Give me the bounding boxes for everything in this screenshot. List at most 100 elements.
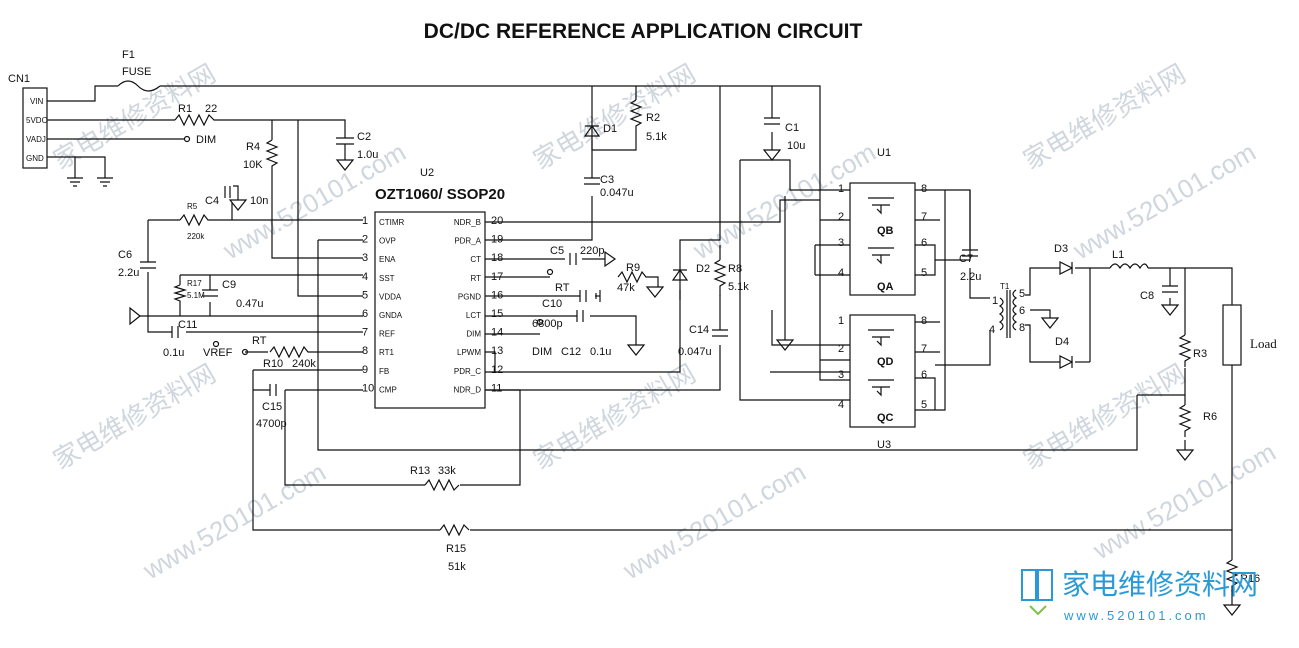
- rt-net-a: RT: [252, 335, 267, 347]
- watermark-cn-1: 家电维修资料网: [48, 358, 221, 475]
- c1-ref: C1: [785, 122, 799, 134]
- u2-pin-number-20: 20: [491, 215, 503, 227]
- u2-pin-number-11: 11: [491, 382, 502, 394]
- cn1-ref: CN1: [8, 73, 30, 85]
- u2-pin-name-10: CMP: [379, 385, 397, 394]
- r5-ref: R5: [187, 202, 198, 211]
- resistor-r5: [179, 213, 212, 227]
- component-labels: R1 22 DIM R4 10K C2 1.0u C4 10n R5 220k …: [118, 103, 1260, 585]
- r10-ref: R10: [263, 358, 283, 370]
- resistor-r6: [1178, 404, 1192, 437]
- r8-value: 5.1k: [728, 281, 749, 293]
- c1-value: 10u: [787, 140, 805, 152]
- c7-ref: C7: [959, 253, 973, 265]
- u2-pin-number-13: 13: [491, 345, 503, 357]
- diode-d2: [671, 268, 689, 281]
- ground-symbols: [67, 149, 1242, 616]
- u2-part: OZT1060/ SSOP20: [375, 186, 505, 203]
- u2-ref: U2: [420, 167, 434, 179]
- u2-pin-name-6: GNDA: [379, 311, 403, 320]
- mosfet-pin-1-6: 6: [921, 369, 927, 381]
- watermark-url-5: www.520101.com: [687, 137, 881, 266]
- capacitor-c10: [579, 290, 587, 302]
- capacitor-c8: [1162, 285, 1178, 293]
- mosfet-pin-0-3: 3: [838, 237, 844, 249]
- watermark-cn-2: 家电维修资料网: [528, 358, 701, 475]
- watermark-url-2: www.520101.com: [617, 457, 811, 586]
- c7-value: 2.2u: [960, 271, 981, 283]
- d2-ref: D2: [696, 263, 710, 275]
- resistor-r8: [713, 259, 727, 296]
- r17-value: 5.1M: [187, 291, 205, 300]
- mosfet-pin-1-1: 1: [838, 315, 844, 327]
- r4-ref: R4: [246, 141, 260, 153]
- resistor-r17: [172, 284, 188, 305]
- c9-value: 0.47u: [236, 298, 264, 310]
- site-logo: 家电维修资料网 www.520101.com: [1021, 569, 1258, 623]
- transformer-t1: T1 1 5 6 8 4: [989, 282, 1025, 338]
- u2-pin-number-15: 15: [491, 308, 503, 320]
- u2-pin-number-6: 6: [362, 308, 368, 320]
- c8-ref: C8: [1140, 290, 1154, 302]
- capacitor-c12: [576, 310, 584, 322]
- u3-qd: QD: [877, 356, 894, 368]
- c3-value: 0.047u: [600, 187, 634, 199]
- test-points: [183, 135, 554, 356]
- c3-ref: C3: [600, 174, 614, 186]
- t1-pin-5: 5: [1019, 288, 1025, 300]
- logo-text: 家电维修资料网: [1062, 569, 1258, 601]
- capacitor-c11: [171, 326, 179, 338]
- u2-pin-name-14: DIM: [466, 330, 481, 339]
- c10-ref: C10: [542, 298, 562, 310]
- t1-pin-6: 6: [1019, 305, 1025, 317]
- watermark-cn-3: 家电维修资料网: [1018, 358, 1191, 475]
- capacitor-c1: [764, 117, 780, 125]
- u2-pin-name-12: PDR_C: [454, 367, 481, 376]
- capacitor-c15: [269, 384, 277, 396]
- u2-pin-number-16: 16: [491, 289, 503, 301]
- mosfet-pin-1-2: 2: [838, 343, 844, 355]
- mosfet-pin-1-3: 3: [838, 369, 844, 381]
- capacitor-c5: [569, 253, 577, 265]
- inductor-l1: [1109, 263, 1149, 270]
- u2-pin-number-12: 12: [491, 364, 503, 376]
- u2-pin-name-4: SST: [379, 274, 395, 283]
- resistors: [172, 99, 1239, 592]
- u2-pin-name-7: REF: [379, 330, 395, 339]
- u2-pin-name-20: NDR_B: [454, 218, 481, 227]
- c2-ref: C2: [357, 131, 371, 143]
- u3-ref: U3: [877, 439, 891, 451]
- logo-url: www.520101.com: [1063, 608, 1209, 623]
- u2-pin-number-14: 14: [491, 327, 503, 339]
- u2-pin-number-5: 5: [362, 289, 368, 301]
- r13-value: 33k: [438, 465, 456, 477]
- cn1-pin-vadj: VADJ: [26, 135, 46, 144]
- r3-ref: R3: [1193, 348, 1207, 360]
- t1-ref: T1: [1000, 282, 1010, 291]
- watermark-url-1: www.520101.com: [137, 457, 331, 586]
- vref-label: VREF: [203, 347, 233, 359]
- r6-ref: R6: [1203, 411, 1217, 423]
- capacitor-c3: [584, 177, 600, 185]
- c11-value: 0.1u: [163, 347, 184, 359]
- r1-value: 22: [205, 103, 217, 115]
- resistor-r15: [439, 523, 470, 537]
- r8-ref: R8: [728, 263, 742, 275]
- d3-ref: D3: [1054, 243, 1068, 255]
- r2-value: 5.1k: [646, 131, 667, 143]
- u2-pin-name-17: RT: [470, 274, 481, 283]
- resistor-r3: [1178, 334, 1192, 367]
- diagram-title: DC/DC REFERENCE APPLICATION CIRCUIT: [424, 20, 863, 43]
- resistor-r9: [617, 270, 659, 287]
- u2-pin-number-3: 3: [362, 252, 368, 264]
- rt-net-b: RT: [555, 282, 570, 294]
- capacitor-c7: [962, 249, 978, 257]
- r17-ref: R17: [187, 279, 202, 288]
- capacitor-c4: [224, 186, 231, 198]
- c14-value: 0.047u: [678, 346, 712, 358]
- mosfet-pin-1-5: 5: [921, 399, 927, 411]
- u2-pin-name-19: PDR_A: [454, 237, 481, 246]
